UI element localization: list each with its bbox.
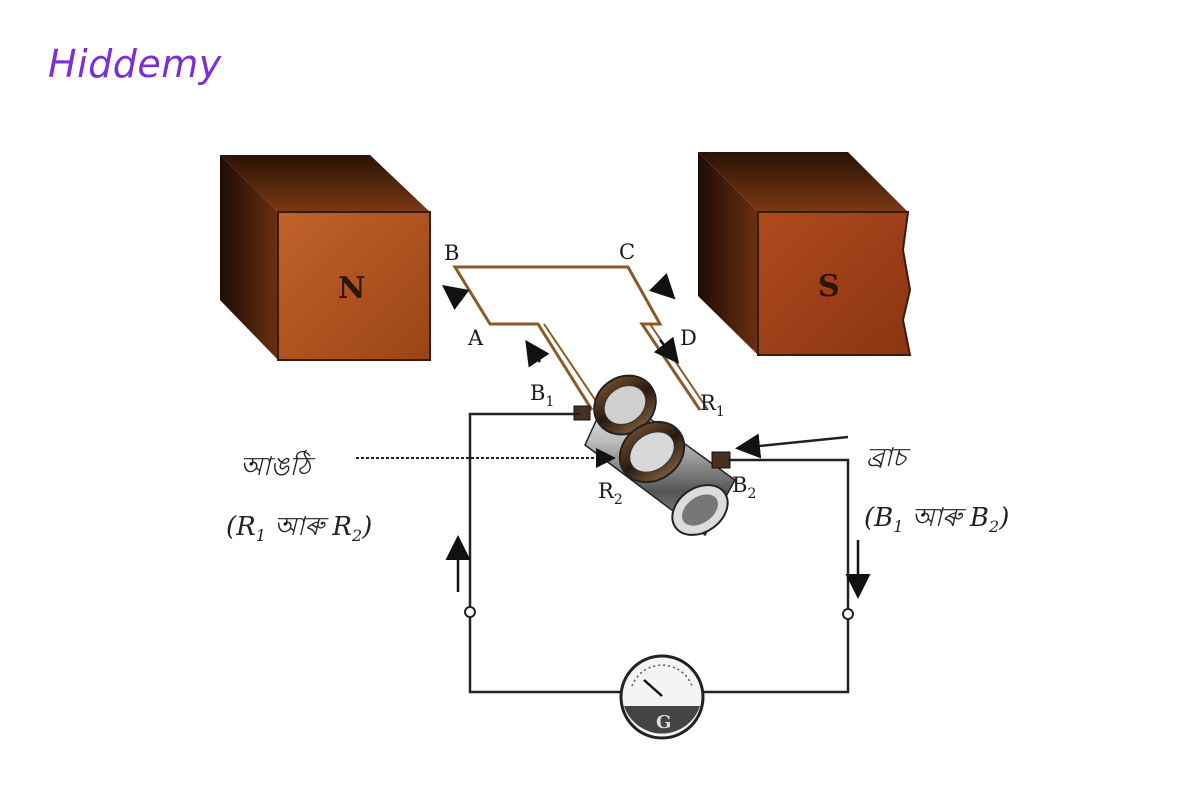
motion-arrows [442, 273, 680, 368]
arrow-icon [442, 285, 470, 310]
brush-label-b1: B1 [530, 381, 554, 410]
rings-annotation-title: আঙঠি [240, 449, 316, 482]
arrow-icon [653, 336, 680, 364]
brushes-annotation-title: ব্ৰাচ [866, 443, 911, 473]
ring-label-r1: R1 [700, 391, 725, 420]
coil-label-b: B [444, 241, 459, 265]
brush-b2 [711, 451, 731, 469]
coil-abcd [452, 265, 709, 411]
north-magnet: N [220, 155, 431, 361]
brush-label-b2: B2 [732, 473, 756, 502]
brushes-pointer-arrow-icon [735, 433, 849, 459]
watermark-text: Hiddemy [48, 42, 222, 86]
terminal-left [464, 606, 476, 618]
ring-label-r2: R2 [598, 479, 623, 508]
south-magnet: S [698, 152, 912, 356]
terminal-right [842, 608, 854, 620]
coil-label-d: D [680, 326, 697, 350]
arrow-icon [649, 273, 676, 300]
north-pole-label: N [338, 271, 365, 306]
brushes-annotation-detail: (B1 আৰু B2) [864, 503, 1009, 536]
south-pole-label: S [818, 269, 840, 304]
coil-label-a: A [467, 326, 484, 350]
slip-rings [584, 374, 736, 537]
galvanometer-label: G [656, 712, 671, 733]
coil-label-c: C [619, 240, 635, 264]
galvanometer-needle-icon [643, 679, 663, 697]
rings-annotation-detail: (R1 আৰু R2) [226, 512, 372, 545]
galvanometer: G [619, 654, 705, 740]
arrow-icon [525, 339, 550, 368]
